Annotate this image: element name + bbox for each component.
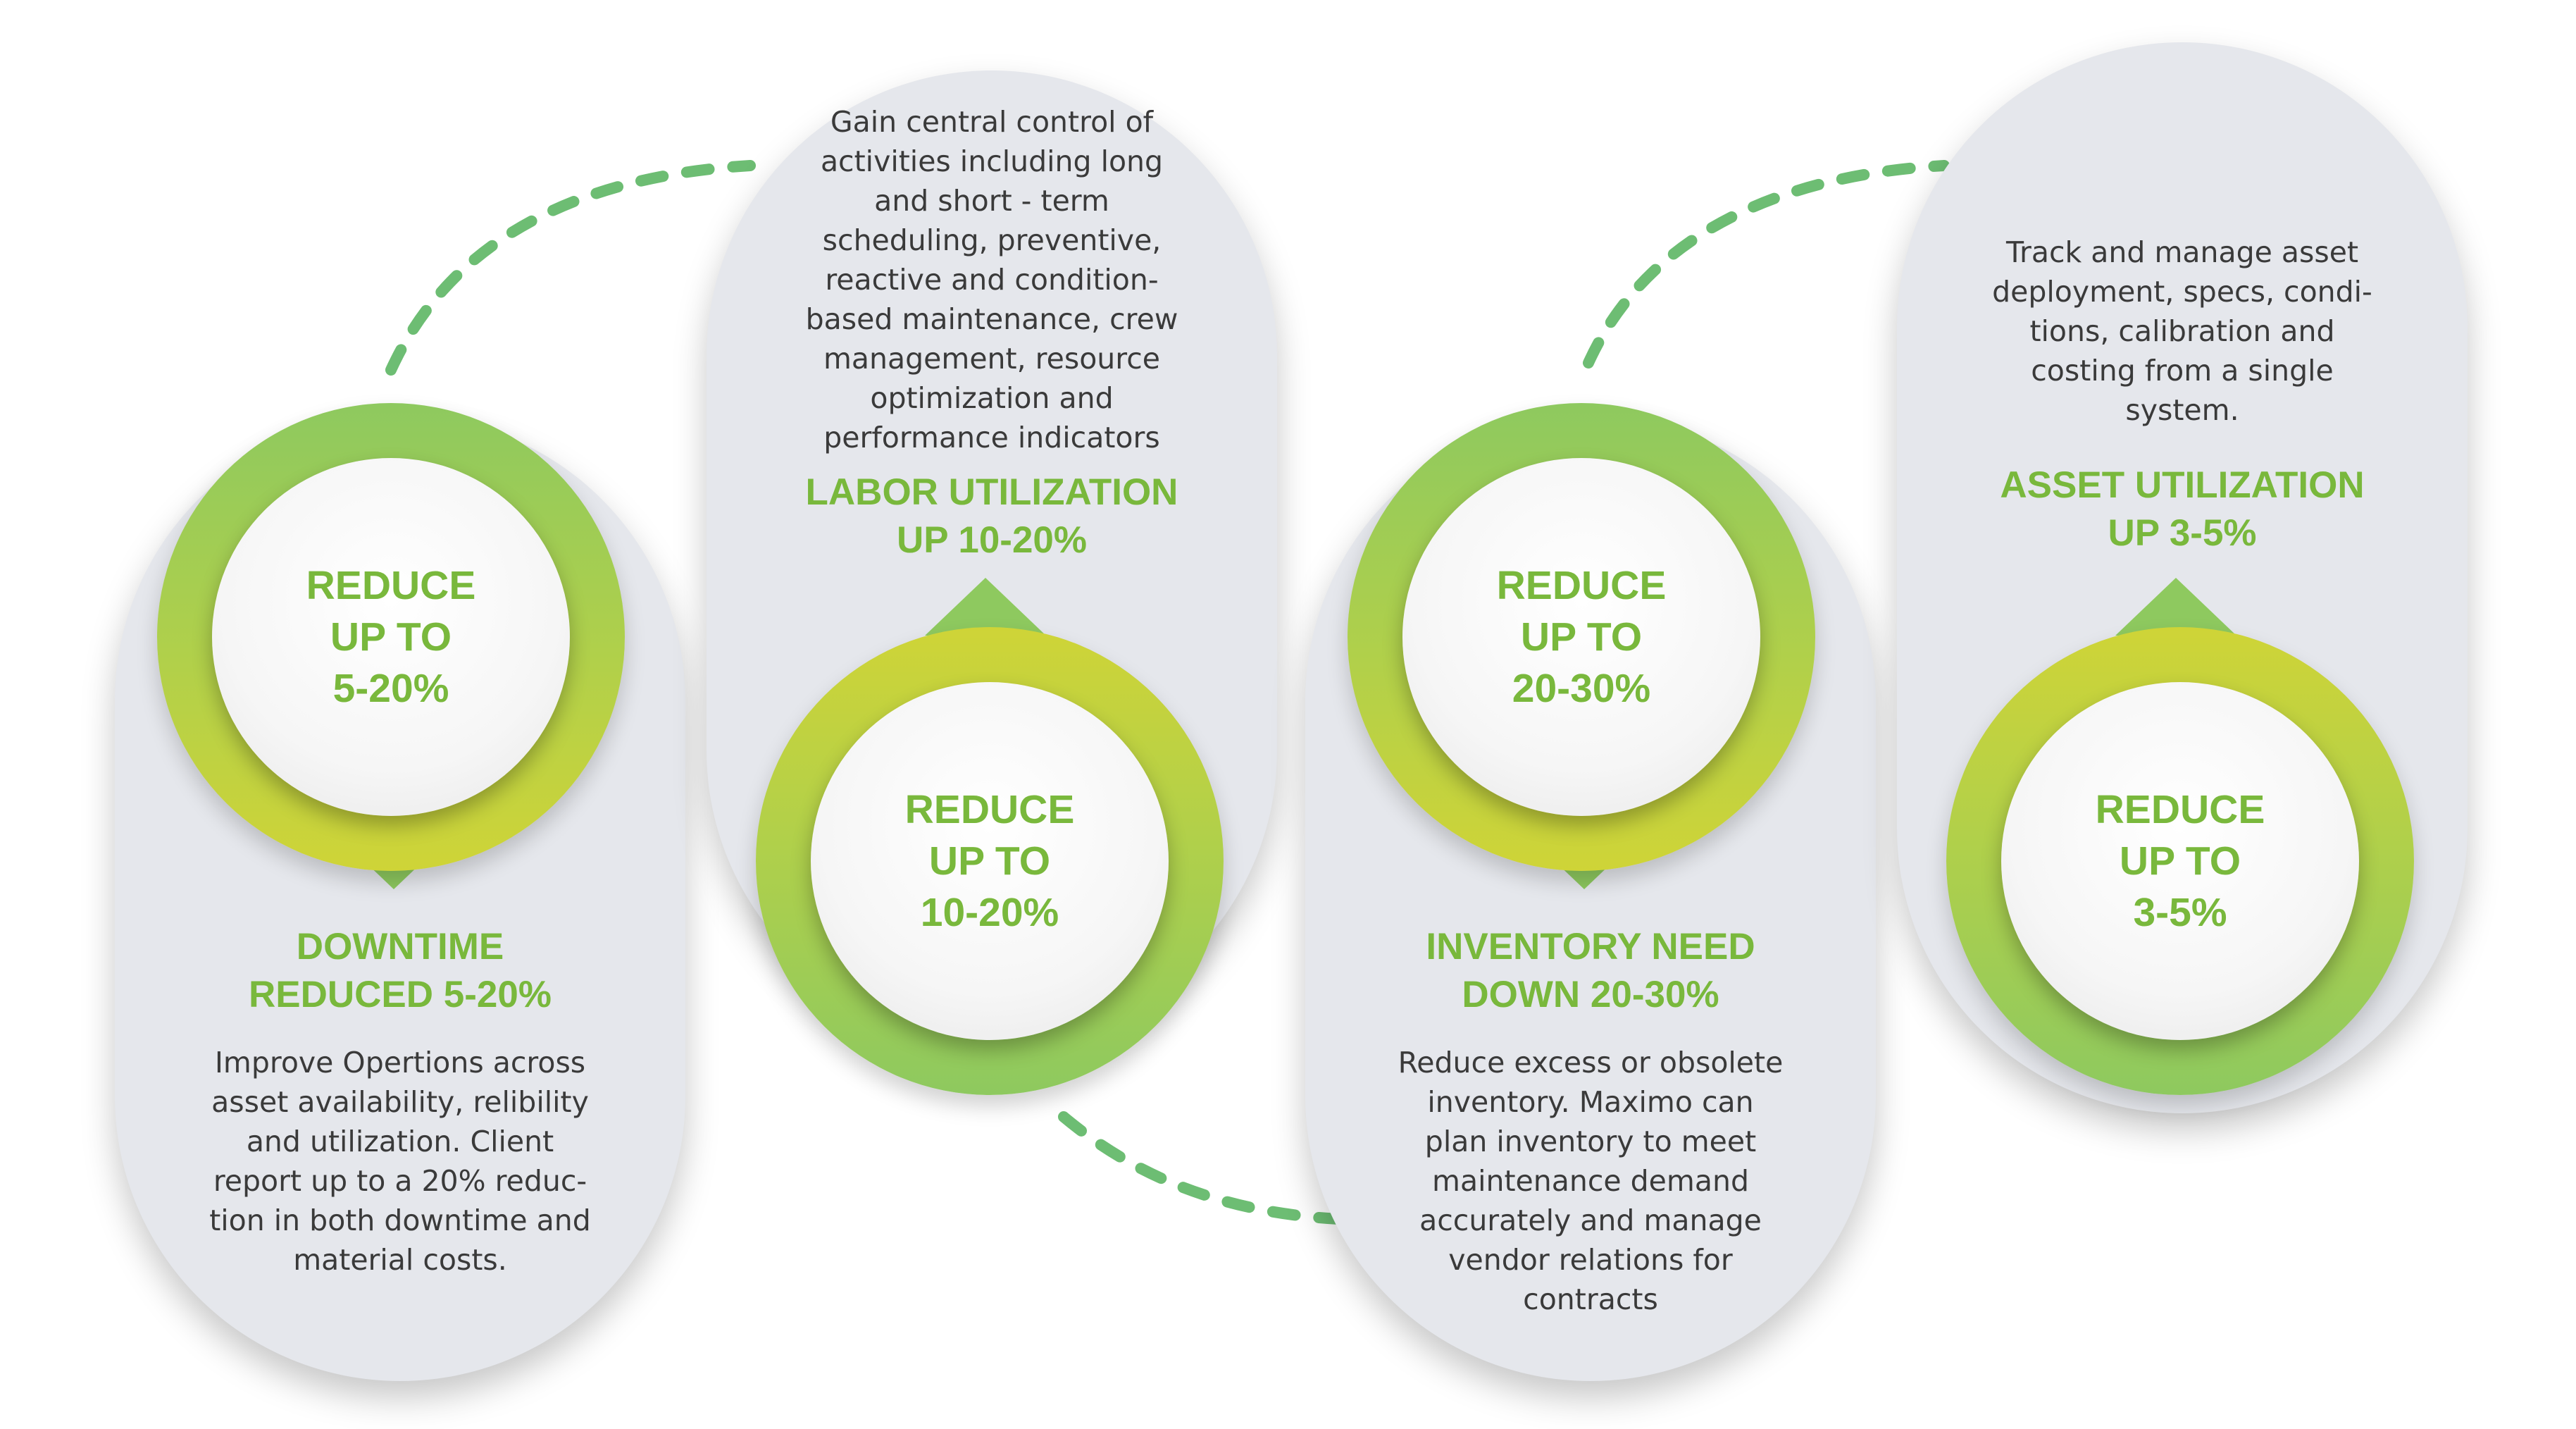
badge-ring-inventory: REDUCE UP TO 20-30% — [1348, 403, 1815, 871]
card-headline: DOWNTIME REDUCED 5-20% — [248, 926, 552, 1015]
connector-1-2 — [385, 160, 756, 376]
badge-text: REDUCE UP TO 3-5% — [2095, 786, 2265, 935]
badge-text: REDUCE UP TO 20-30% — [1496, 562, 1667, 711]
pointer-up-icon — [2115, 578, 2236, 636]
card-headline: INVENTORY NEED DOWN 20-30% — [1426, 926, 1755, 1015]
card-description: Track and manage asset deployment, specs… — [1992, 235, 2372, 427]
card-description: Improve Opertions across asset availabil… — [209, 1046, 591, 1277]
badge-ring-asset: REDUCE UP TO 3-5% — [1946, 627, 2414, 1095]
badge-circle: REDUCE UP TO 10-20% — [811, 682, 1169, 1040]
badge-ring-labor: REDUCE UP TO 10-20% — [756, 627, 1224, 1095]
card-headline: ASSET UTILIZATION UP 3-5% — [2000, 464, 2365, 554]
connector-3-4 — [1583, 160, 1950, 369]
card-headline: LABOR UTILIZATION UP 10-20% — [805, 471, 1178, 561]
badge-circle: REDUCE UP TO 20-30% — [1402, 458, 1760, 816]
pointer-up-icon — [925, 578, 1046, 636]
badge-ring-downtime: REDUCE UP TO 5-20% — [157, 403, 625, 871]
card-description: Reduce excess or obsolete inventory. Max… — [1398, 1046, 1784, 1316]
badge-text: REDUCE UP TO 10-20% — [904, 786, 1075, 935]
badge-circle: REDUCE UP TO 3-5% — [2001, 682, 2359, 1040]
badge-text: REDUCE UP TO 5-20% — [306, 562, 476, 711]
badge-circle: REDUCE UP TO 5-20% — [212, 458, 570, 816]
connector-2-3 — [1058, 1111, 1344, 1225]
card-description: Gain central control of activities inclu… — [805, 105, 1178, 454]
